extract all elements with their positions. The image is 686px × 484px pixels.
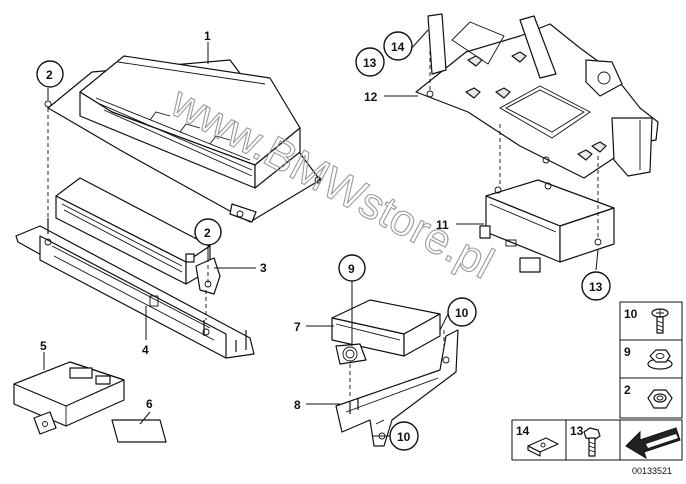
callout-10: 10 — [455, 306, 469, 320]
part-7-module — [331, 299, 441, 365]
callout-2-circle — [194, 218, 222, 246]
diagram-code: 00133521 — [632, 466, 672, 476]
callout-11: 11 — [436, 218, 449, 232]
part-4-bracket — [15, 218, 255, 359]
callout-10: 10 — [397, 430, 411, 444]
legend-label-2: 2 — [624, 383, 631, 397]
callout-14: 14 — [391, 40, 405, 54]
part-11-module — [479, 179, 615, 273]
callouts: 1 2 2 3 4 5 6 7 8 9 10 10 11 12 13 13 14 — [36, 29, 611, 451]
callout-9-circle — [338, 254, 366, 282]
legend-label-10: 10 — [624, 307, 638, 321]
leader-lines — [43, 29, 599, 437]
callout-10-circle — [389, 421, 419, 451]
callout-14-circle — [383, 31, 413, 61]
callout-8: 8 — [294, 398, 301, 412]
hex-nut-icon — [647, 389, 673, 409]
callout-5: 5 — [40, 339, 47, 353]
callout-13-circle — [581, 271, 611, 301]
callout-4: 4 — [142, 343, 149, 357]
callout-9: 9 — [348, 262, 355, 276]
legend-label-13: 13 — [570, 424, 584, 438]
callout-2: 2 — [204, 226, 211, 240]
callout-10-circle — [447, 297, 477, 327]
callout-13-circle — [355, 47, 385, 77]
fastener-legend: 10 9 2 14 13 — [511, 301, 683, 476]
legend-label-9: 9 — [624, 345, 631, 359]
part-12-mounting-plate — [415, 13, 659, 179]
callout-13: 13 — [363, 56, 377, 70]
clip-nut-icon — [527, 437, 559, 457]
callout-2-circle — [36, 60, 64, 88]
part-5-module — [13, 361, 125, 435]
legend-label-14: 14 — [516, 424, 530, 438]
hex-bolt-icon — [583, 427, 601, 457]
callout-12: 12 — [364, 90, 378, 104]
flange-nut-icon — [647, 349, 673, 370]
callout-13: 13 — [589, 280, 603, 294]
part-8-bracket — [335, 329, 459, 447]
callout-7: 7 — [294, 320, 301, 334]
part-6-adhesive-pad — [111, 419, 167, 443]
callout-6: 6 — [146, 397, 153, 411]
screw-icon — [651, 308, 669, 334]
callout-1: 1 — [204, 29, 211, 43]
callout-3: 3 — [260, 261, 267, 275]
assembly-lines — [47, 44, 599, 398]
part-3-module — [55, 177, 221, 295]
direction-arrow-icon — [625, 427, 681, 460]
callout-2: 2 — [46, 68, 53, 82]
part-1-control-unit — [44, 55, 322, 223]
